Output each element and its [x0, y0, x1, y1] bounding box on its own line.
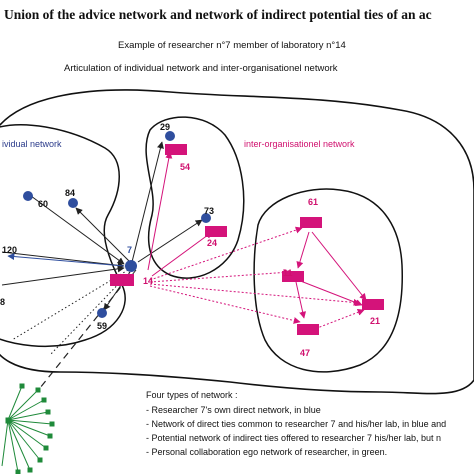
- label-node-14: 14: [143, 276, 153, 286]
- legend: Four types of network : - Researcher 7's…: [146, 390, 446, 457]
- subtitle-articulation: Articulation of individual network and i…: [64, 63, 338, 74]
- edge-7-to-left: [7, 253, 125, 267]
- green-ego-network: [1, 383, 55, 474]
- node-61: [300, 217, 322, 228]
- node-59: [97, 308, 107, 318]
- outer-region-outline: [0, 89, 474, 395]
- node-21: [362, 299, 384, 310]
- legend-item-1: - Researcher 7's own direct network, in …: [146, 405, 321, 415]
- label-node-59: 59: [97, 321, 107, 331]
- pink-nodes: [110, 144, 384, 335]
- label-node-84: 84: [65, 188, 75, 198]
- inter-org-network-label: inter-organisationel network: [244, 139, 355, 149]
- diagram-title: Union of the advice network and network …: [4, 7, 432, 22]
- individual-network-label: ividual network: [2, 139, 62, 149]
- legend-item-2: - Network of direct ties common to resea…: [146, 419, 446, 429]
- individual-network-region: [0, 124, 126, 348]
- node-7: [125, 260, 137, 272]
- node-60: [23, 191, 33, 201]
- edge-120-to-7: [1, 251, 125, 269]
- edges-indirect: [147, 151, 367, 331]
- edge-60-to-7: [30, 195, 125, 265]
- label-node-11: 11: [283, 268, 293, 278]
- label-node-61: 61: [308, 197, 318, 207]
- label-node-29: 29: [160, 122, 170, 132]
- label-node-54: 54: [180, 162, 190, 172]
- node-73: [201, 213, 211, 223]
- edge-8-to-7: [1, 265, 125, 286]
- edges-dotted: [11, 269, 131, 356]
- lab-region: [145, 116, 245, 279]
- label-node-60: 60: [38, 199, 48, 209]
- blue-nodes: [23, 131, 211, 318]
- label-node-24: 24: [207, 238, 217, 248]
- node-54: [165, 144, 187, 155]
- inter-organisational-region: [253, 188, 404, 373]
- node-84: [68, 198, 78, 208]
- edge-7-to-73: [137, 219, 203, 263]
- edge-7-to-29: [131, 141, 164, 263]
- subtitle-researcher: Example of researcher n°7 member of labo…: [118, 40, 346, 51]
- legend-item-3: - Potential network of indirect ties off…: [146, 433, 441, 443]
- legend-item-4: - Personal collaboration ego network of …: [146, 447, 387, 457]
- node-14: [110, 274, 134, 286]
- label-node-120: 120: [2, 245, 17, 255]
- label-node-21: 21: [370, 316, 380, 326]
- label-node-8: 8: [0, 297, 5, 307]
- legend-heading: Four types of network :: [146, 390, 238, 400]
- edges-direct: [1, 141, 203, 311]
- label-node-7: 7: [127, 245, 132, 255]
- node-11: [282, 271, 304, 282]
- label-node-47: 47: [300, 348, 310, 358]
- edge-7-to-84: [75, 207, 131, 263]
- node-47: [297, 324, 319, 335]
- node-29: [165, 131, 175, 141]
- node-24: [205, 226, 227, 237]
- label-node-73: 73: [204, 206, 214, 216]
